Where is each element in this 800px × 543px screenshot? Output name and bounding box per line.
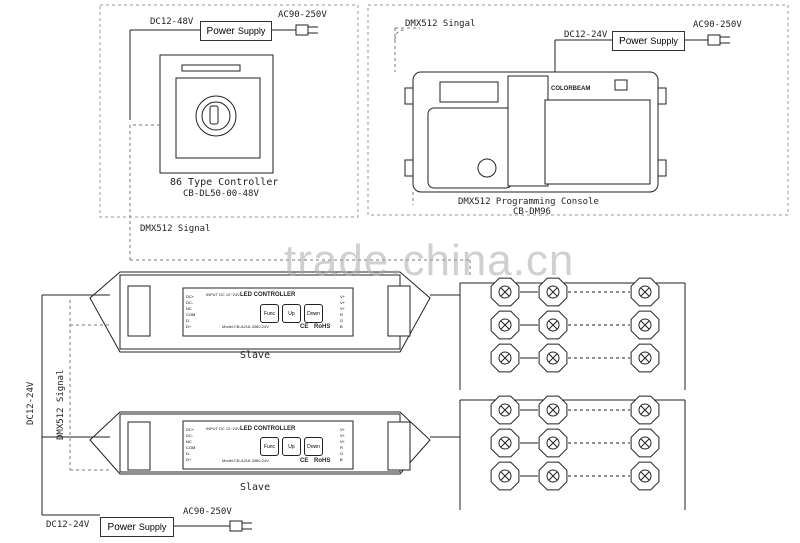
controller-1-left-pin-label: COM [186, 312, 196, 317]
controller-2-input: INPUT DC 12~24V [206, 426, 240, 431]
controller-2-model: Model:CB-A216-3360-24V [222, 458, 269, 463]
controller-2-left-pin-label: COM [186, 445, 196, 450]
controller-1-left-pin-label: D+ [186, 324, 192, 329]
controller-1-role: Slave [240, 350, 271, 361]
led-icon [630, 461, 660, 491]
controller-1-input: INPUT DC 12~24V [206, 292, 240, 297]
console-display [439, 81, 499, 103]
controller-1-right-pin-label: V+ [340, 306, 346, 311]
controller-2-title: LED CONTROLLER [240, 426, 296, 432]
bottom-ac-label: AC90-250V [183, 507, 232, 517]
top-left-dc-label: DC12-48V [150, 17, 194, 27]
top-right-ac-label: AC90-250V [693, 20, 742, 30]
controller-2-right-pin-label: V+ [340, 433, 346, 438]
controller-1-right-pin-label: G [340, 318, 344, 323]
controller-86-model: CB-DL50-00-48V [183, 189, 259, 199]
controller-2-left-pin-label: D- [186, 451, 191, 456]
top-left-dashed-box [99, 4, 359, 218]
controller-2-role: Slave [240, 482, 271, 493]
led-icon [490, 428, 520, 458]
led-icon [538, 343, 568, 373]
controller-1-rohs: RoHS [314, 324, 331, 330]
console-jog-wheel [477, 158, 497, 178]
led-icon [630, 310, 660, 340]
controller-1-left-pin-label: DC+ [186, 294, 195, 299]
led-icon [490, 461, 520, 491]
controller-1-func-button[interactable]: Func [260, 304, 279, 323]
led-icon [538, 461, 568, 491]
controller-2-body [89, 411, 431, 475]
led-icon [630, 428, 660, 458]
controller-2-rohs: RoHS [314, 458, 331, 464]
console-title: DMX512 Programming Console [458, 197, 599, 207]
controller-2-func-button[interactable]: Func [260, 437, 279, 456]
controller-1-model: Model:CB-A216-3360-24V [222, 324, 269, 329]
plug-icon [707, 34, 730, 46]
left-signal-label: DMX512 Signal [56, 369, 66, 440]
console-brand: COLORBEAM [551, 86, 591, 92]
controller-1-right-pin-label: R [340, 312, 343, 317]
led-icon [490, 343, 520, 373]
controller-2-right-pin-label: R [340, 445, 343, 450]
led-icon [538, 277, 568, 307]
controller-2-ce: CE [300, 458, 309, 464]
controller-2-right-pin-label: V+ [340, 439, 346, 444]
controller-1-right-pin-label: V+ [340, 300, 346, 305]
controller-1-left-pin-label: NC [186, 306, 192, 311]
controller-1-ce: CE [300, 324, 309, 330]
controller-2-left-pin-label: DC- [186, 433, 194, 438]
top-left-ac-label: AC90-250V [278, 10, 327, 20]
controller-2-right-pin-label: V+ [340, 427, 346, 432]
controller-1-down-button[interactable]: Down [304, 304, 323, 323]
controller-2-right-pin-label: G [340, 451, 344, 456]
led-icon [630, 277, 660, 307]
led-icon [490, 277, 520, 307]
dmx-console [404, 71, 667, 193]
controller-1-right-pin-label: V+ [340, 294, 346, 299]
controller-2-right-pin-label: B [340, 457, 343, 462]
led-icon [538, 428, 568, 458]
bottom-dc-label: DC12-24V [46, 520, 90, 530]
led-icon [490, 310, 520, 340]
top-right-dc-label: DC12-24V [564, 30, 608, 40]
controller-2-left-pin-label: DC+ [186, 427, 195, 432]
middle-signal-label: DMX512 Signal [140, 224, 211, 234]
controller-1-left-pin-label: DC- [186, 300, 194, 305]
controller-1-up-button[interactable]: Up [282, 304, 301, 323]
controller-2-up-button[interactable]: Up [282, 437, 301, 456]
led-icon [538, 310, 568, 340]
console-model: CB-DM96 [513, 207, 551, 217]
plug-icon [295, 24, 318, 36]
top-right-dashed-box [367, 4, 789, 216]
controller-86-title: 86 Type Controller [170, 177, 279, 188]
top-right-signal-label: DMX512 Singal [405, 19, 476, 29]
led-icon [538, 395, 568, 425]
controller-1-left-pin-label: D- [186, 318, 191, 323]
led-icon [630, 343, 660, 373]
controller-1-right-pin-label: B [340, 324, 343, 329]
watermark: trade.china.cn [284, 236, 575, 285]
plug-icon [229, 520, 252, 532]
left-dc-label: DC12-24V [26, 381, 36, 425]
controller-2-left-pin-label: D+ [186, 457, 192, 462]
controller-2-left-pin-label: NC [186, 439, 192, 444]
controller-2-down-button[interactable]: Down [304, 437, 323, 456]
led-icon [630, 395, 660, 425]
led-icon [490, 395, 520, 425]
controller-1-title: LED CONTROLLER [240, 292, 296, 298]
